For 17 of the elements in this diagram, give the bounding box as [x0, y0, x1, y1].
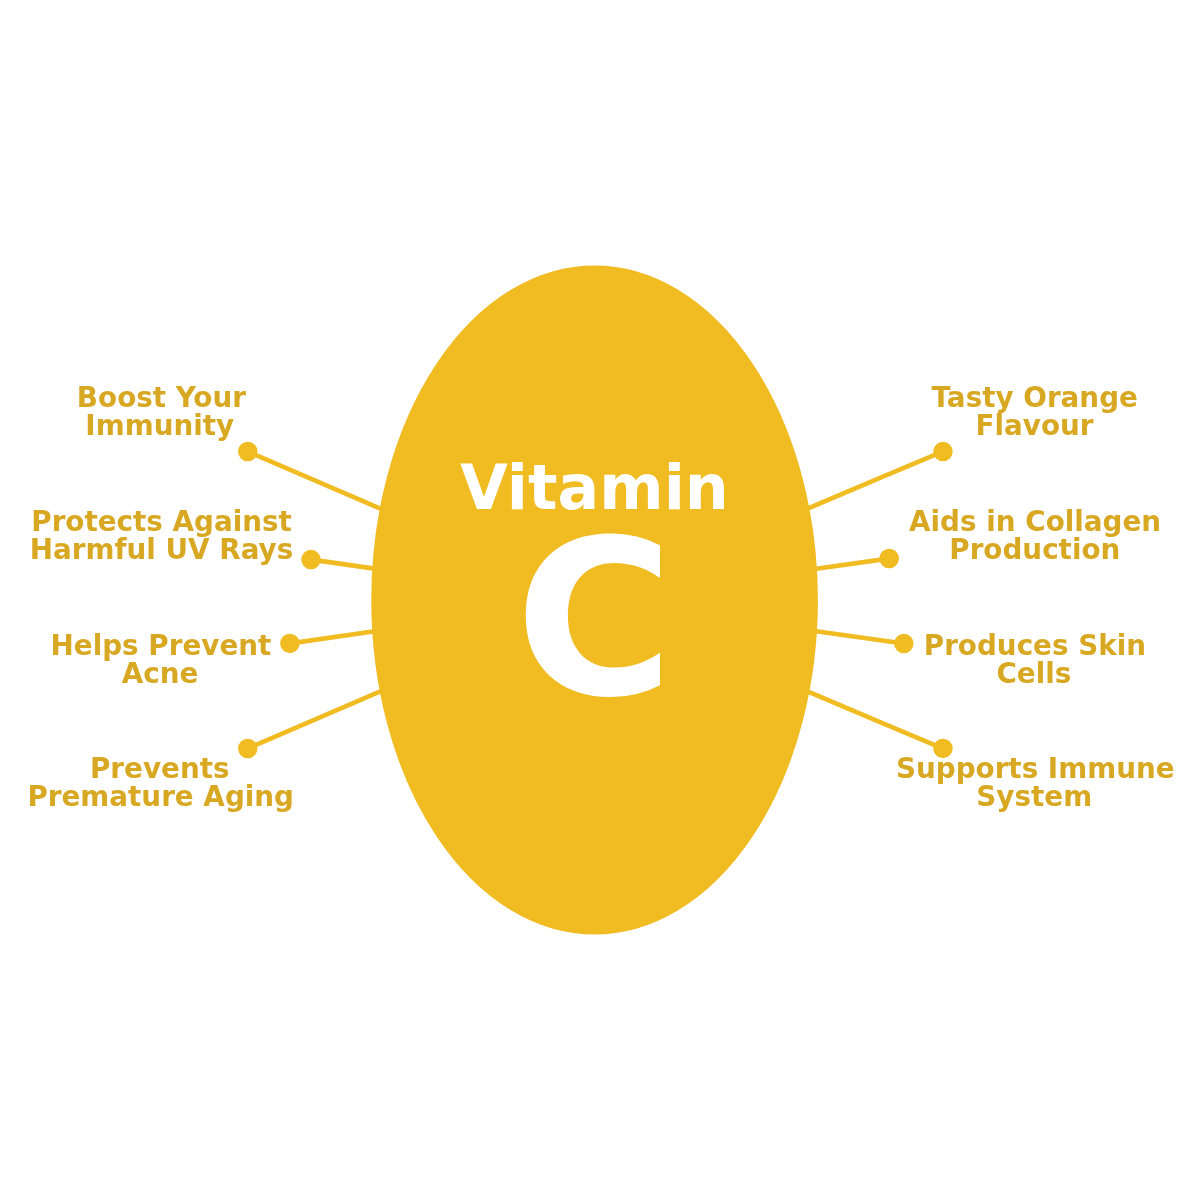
node-text: Produces Skin Cells — [923, 628, 1147, 690]
connector — [301, 549, 374, 571]
connector — [816, 628, 914, 654]
connector — [238, 441, 382, 511]
connector — [238, 689, 382, 759]
node-text: Prevents Premature Aging — [27, 752, 295, 814]
node-text: Helps Prevent Acne — [50, 628, 272, 690]
node-text: Supports Immune System — [895, 752, 1175, 814]
node-ellipse: Vitamin C — [371, 265, 818, 935]
node-text: Protects Against Harmful UV Rays — [29, 505, 294, 566]
connector — [807, 689, 953, 759]
node-text: Tasty Orange Flavour — [931, 381, 1138, 443]
connector — [807, 441, 953, 511]
node-text: Aids in Collagen Production — [909, 505, 1162, 566]
connector — [816, 548, 899, 572]
node-text: Boost Your Immunity — [76, 381, 246, 443]
connector — [280, 629, 374, 654]
